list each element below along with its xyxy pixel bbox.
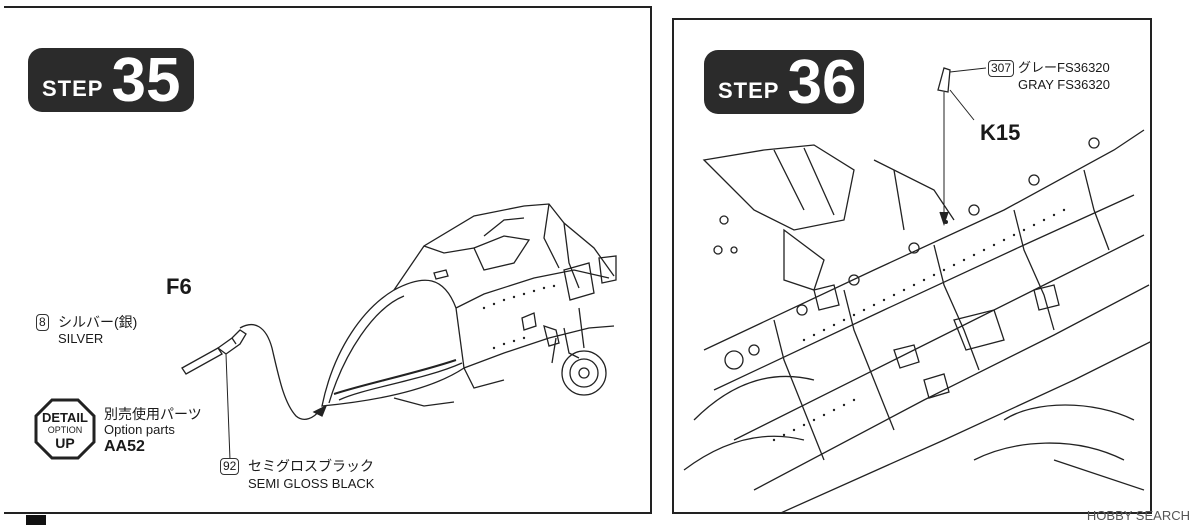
gray-en-label: GRAY FS36320 <box>1018 77 1111 92</box>
step-word: STEP <box>718 78 780 103</box>
gray-jp-label: グレーFS36320 <box>1018 60 1110 75</box>
up-label: UP <box>55 435 75 451</box>
silver-en-label: SILVER <box>58 331 104 346</box>
option-parts-code: AA52 <box>104 438 145 455</box>
detail-up-badge: DETAIL OPTION UP <box>34 398 96 460</box>
option-label: OPTION <box>47 425 83 435</box>
step-36-badge: STEP 36 <box>704 50 864 114</box>
detail-label: DETAIL <box>42 410 88 425</box>
step-36-panel: STEP 36 307 グレーFS36320 GRAY FS36320 K15 <box>672 18 1152 514</box>
step-number: 36 <box>787 48 857 117</box>
step-word: STEP <box>42 76 104 101</box>
canopy-nose-illustration <box>181 203 617 461</box>
color-number-gray: 307 <box>988 60 1015 77</box>
option-parts-jp: 別売使用パーツ <box>104 406 202 422</box>
color-number-semi-gloss: 92 <box>220 458 240 475</box>
color-number-silver: 8 <box>36 314 49 331</box>
silver-jp-label: シルバー(銀) <box>58 314 138 330</box>
step-35-panel: STEP 35 F6 8 シルバー(銀) SILVER DETAIL OPTIO… <box>4 6 652 514</box>
option-parts-en: Option parts <box>104 422 175 437</box>
part-code-f6: F6 <box>166 274 192 299</box>
step-number: 35 <box>111 46 181 115</box>
fuselage-spine-illustration <box>683 67 1150 512</box>
page-corner-mark <box>26 515 46 525</box>
semi-gloss-en-label: SEMI GLOSS BLACK <box>248 476 375 491</box>
part-code-k15: K15 <box>980 120 1021 145</box>
semi-gloss-jp-label: セミグロスブラック <box>248 458 374 474</box>
step-35-badge: STEP 35 <box>28 48 194 112</box>
watermark: HOBBY SEARCH <box>1086 508 1190 523</box>
octagon-icon <box>34 398 96 460</box>
